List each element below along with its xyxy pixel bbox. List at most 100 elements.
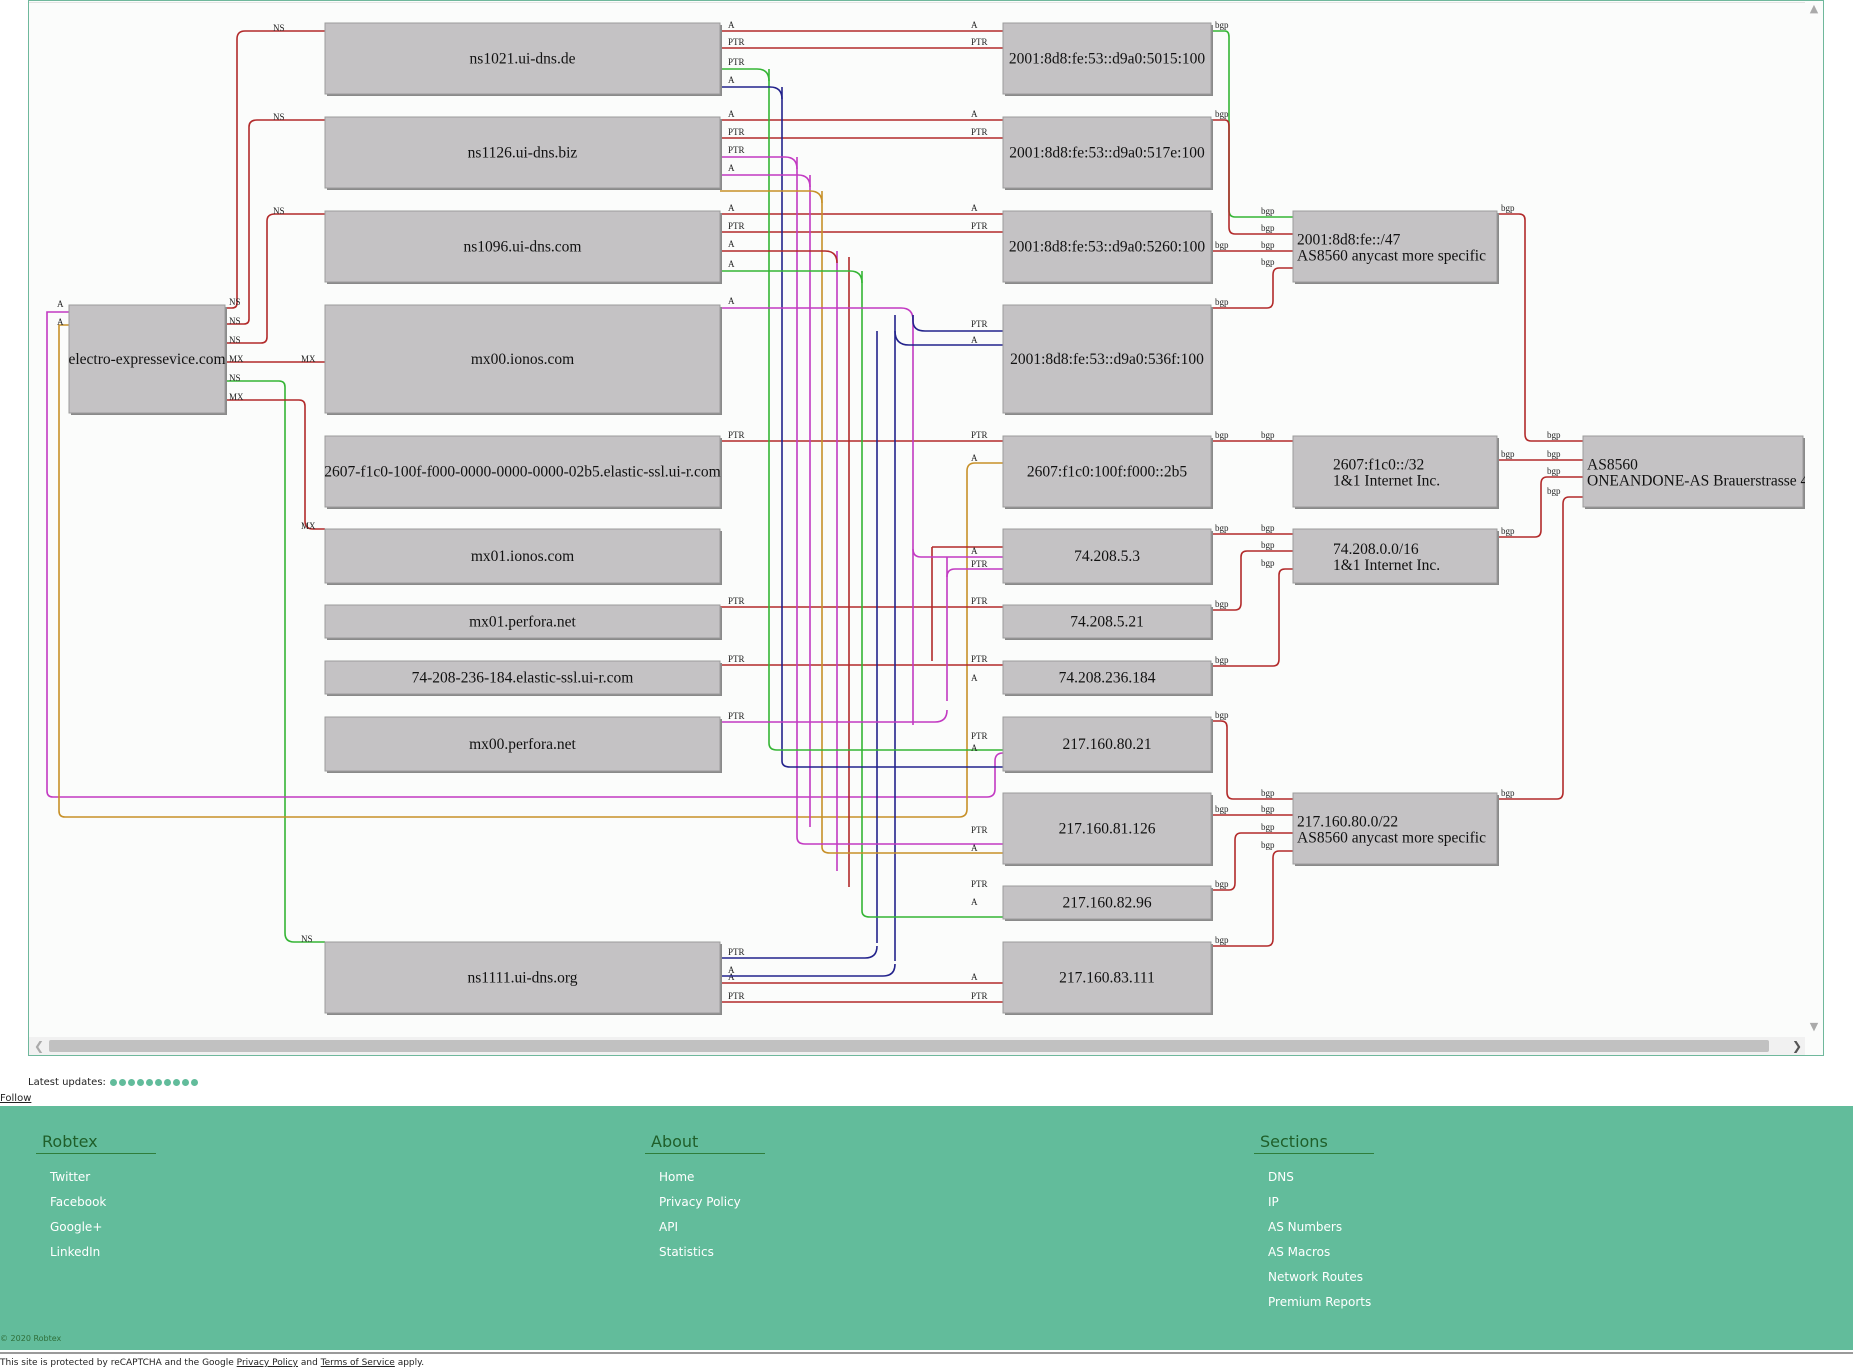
update-dot[interactable] xyxy=(136,1079,144,1086)
follow-link[interactable]: Follow xyxy=(0,1093,32,1104)
footer-link-privacy-policy[interactable]: Privacy Policy xyxy=(659,1195,741,1209)
node-box[interactable] xyxy=(324,528,721,584)
update-dot[interactable] xyxy=(127,1079,135,1086)
node-box[interactable] xyxy=(324,660,721,695)
node-box[interactable] xyxy=(1292,435,1498,508)
node-box[interactable] xyxy=(1292,210,1498,283)
footer-link-facebook[interactable]: Facebook xyxy=(50,1195,107,1209)
node-box[interactable] xyxy=(1002,716,1212,772)
node-box[interactable] xyxy=(1002,941,1212,1014)
node-box[interactable] xyxy=(1002,435,1212,508)
vertical-scrollbar[interactable]: ▲ ▼ xyxy=(1805,1,1823,1037)
footer-link-dns[interactable]: DNS xyxy=(1268,1170,1294,1184)
node-box[interactable] xyxy=(1002,660,1212,695)
footer-link-as-numbers[interactable]: AS Numbers xyxy=(1268,1220,1343,1234)
footer-link-network-routes[interactable]: Network Routes xyxy=(1268,1270,1364,1284)
scroll-right-icon[interactable]: ❯ xyxy=(1791,1039,1803,1053)
node-ip536f[interactable]: 2001:8d8:fe:53::d9a0:536f:100 xyxy=(1002,304,1213,415)
google-privacy-link[interactable]: Privacy Policy xyxy=(236,1358,299,1368)
footer-link-statistics[interactable]: Statistics xyxy=(659,1245,714,1259)
node-box[interactable] xyxy=(324,304,721,414)
node-ip517e[interactable]: 2001:8d8:fe:53::d9a0:517e:100 xyxy=(1002,116,1213,190)
node-ns1126[interactable]: ns1126.ui-dns.biz xyxy=(324,116,722,190)
edge-line xyxy=(720,270,863,284)
footer-link-twitter[interactable]: Twitter xyxy=(50,1170,91,1184)
update-dot[interactable] xyxy=(154,1079,162,1086)
node-box[interactable] xyxy=(1002,304,1212,414)
node-box[interactable] xyxy=(1002,116,1212,189)
google-terms-link[interactable]: Terms of Service xyxy=(320,1358,395,1368)
node-ip74_21[interactable]: 74.208.5.21 xyxy=(1002,604,1213,640)
node-box[interactable] xyxy=(1582,435,1804,508)
node-box[interactable] xyxy=(324,435,721,508)
node-ip217_21[interactable]: 217.160.80.21 xyxy=(1002,716,1213,773)
update-dot[interactable] xyxy=(190,1079,198,1086)
node-elastic[interactable]: 2607-f1c0-100f-f000-0000-0000-0000-02b5.… xyxy=(324,435,722,509)
node-ns1111[interactable]: ns1111.ui-dns.org xyxy=(324,941,722,1015)
update-dot[interactable] xyxy=(163,1079,171,1086)
node-label: mx01.ionos.com xyxy=(471,548,574,565)
edge-label: A xyxy=(728,972,735,982)
edge-label: PTR xyxy=(971,596,988,606)
node-ip74_3[interactable]: 74.208.5.3 xyxy=(1002,528,1213,585)
update-dot[interactable] xyxy=(181,1079,189,1086)
node-box[interactable] xyxy=(324,210,721,283)
node-pfx16[interactable]: 74.208.0.0/161&1 Internet Inc. xyxy=(1292,528,1499,585)
update-dot[interactable] xyxy=(118,1079,126,1086)
node-box[interactable] xyxy=(324,604,721,639)
scroll-up-icon[interactable]: ▲ xyxy=(1809,2,1819,15)
node-ip217_126[interactable]: 217.160.81.126 xyxy=(1002,792,1213,866)
node-ns1021[interactable]: ns1021.ui-dns.de xyxy=(324,22,722,96)
node-box[interactable] xyxy=(1002,210,1212,283)
update-dot[interactable] xyxy=(109,1079,117,1086)
node-electro[interactable]: electro-expressevice.com xyxy=(68,304,227,415)
node-box[interactable] xyxy=(324,716,721,772)
footer-link-api[interactable]: API xyxy=(659,1220,678,1234)
node-box[interactable] xyxy=(1002,604,1212,639)
node-ip217_96[interactable]: 217.160.82.96 xyxy=(1002,885,1213,921)
node-mx00i[interactable]: mx00.ionos.com xyxy=(324,304,722,415)
node-box[interactable] xyxy=(1292,792,1498,865)
node-ip217_111[interactable]: 217.160.83.111 xyxy=(1002,941,1213,1015)
node-box[interactable] xyxy=(324,941,721,1014)
node-box[interactable] xyxy=(1002,22,1212,95)
node-mx00p[interactable]: mx00.perfora.net xyxy=(324,716,722,773)
scrollbar-thumb[interactable] xyxy=(49,1040,1769,1052)
update-dots[interactable] xyxy=(109,1079,200,1086)
node-mx01p[interactable]: mx01.perfora.net xyxy=(324,604,722,640)
edge-label: bgp xyxy=(1261,257,1275,267)
node-ip5015[interactable]: 2001:8d8:fe:53::d9a0:5015:100 xyxy=(1002,22,1213,96)
node-e74[interactable]: 74-208-236-184.elastic-ssl.ui-r.com xyxy=(324,660,722,696)
node-ip5260[interactable]: 2001:8d8:fe:53::d9a0:5260:100 xyxy=(1002,210,1213,284)
node-box[interactable] xyxy=(1002,792,1212,865)
footer-link-as-macros[interactable]: AS Macros xyxy=(1268,1245,1331,1259)
footer-link-home[interactable]: Home xyxy=(659,1170,695,1184)
node-label: mx00.perfora.net xyxy=(469,736,576,753)
node-ns1096[interactable]: ns1096.ui-dns.com xyxy=(324,210,722,284)
footer-link-linkedin[interactable]: LinkedIn xyxy=(50,1245,101,1259)
edge-label: NS xyxy=(273,206,285,216)
node-box[interactable] xyxy=(324,22,721,95)
node-pfx32[interactable]: 2607:f1c0::/321&1 Internet Inc. xyxy=(1292,435,1499,509)
edge-bgp xyxy=(1211,850,1293,947)
footer-link-premium-reports[interactable]: Premium Reports xyxy=(1268,1295,1372,1309)
node-box[interactable] xyxy=(1002,885,1212,920)
node-mx01i[interactable]: mx01.ionos.com xyxy=(324,528,722,585)
scroll-down-icon[interactable]: ▼ xyxy=(1809,1020,1819,1033)
footer-link-ip[interactable]: IP xyxy=(1268,1195,1279,1209)
node-label: 217.160.83.111 xyxy=(1059,970,1155,987)
node-box[interactable] xyxy=(1292,528,1498,584)
footer-link-googleplus[interactable]: Google+ xyxy=(50,1220,103,1234)
node-box[interactable] xyxy=(324,116,721,189)
horizontal-scrollbar[interactable]: ❮ ❯ xyxy=(29,1037,1805,1055)
scroll-left-icon[interactable]: ❮ xyxy=(33,1039,45,1053)
node-box[interactable] xyxy=(68,304,226,414)
update-dot[interactable] xyxy=(172,1079,180,1086)
update-dot[interactable] xyxy=(145,1079,153,1086)
node-ip74_184[interactable]: 74.208.236.184 xyxy=(1002,660,1213,696)
node-ip2b5[interactable]: 2607:f1c0:100f:f000::2b5 xyxy=(1002,435,1213,509)
node-box[interactable] xyxy=(1002,528,1212,584)
